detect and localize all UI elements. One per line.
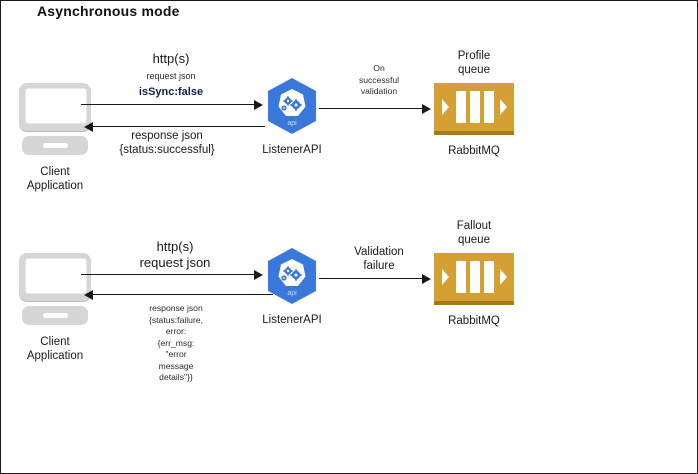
response-arrow-head [84,122,93,132]
queue-arrow-head [422,104,431,114]
page-title: Asynchronous mode [37,3,180,19]
listener-api-label: ListenerAPI [262,314,322,326]
profile-queue-title: Profile queue [457,50,491,76]
computer-icon [19,253,91,325]
request-arrow-line [81,274,257,275]
rabbitmq-label: RabbitMQ [448,145,500,157]
request-protocol-label: http(s) [152,51,190,66]
svg-text:api: api [287,290,297,297]
computer-keyslot [43,313,68,318]
validation-failure-label: Validation failure [354,246,404,272]
queue-message-bar [484,261,494,293]
queue-in-arrow [442,99,449,115]
svg-text:api: api [287,120,297,127]
api-hexagon-icon: api [264,77,320,137]
queue-arrow-head [422,274,431,284]
validation-transition-label: On successful validation [358,63,400,96]
response-arrow-head [84,290,93,300]
queue-arrow-line [319,278,424,279]
issync-flag-label: isSync:false [138,86,204,98]
monitor-screen [25,88,87,124]
request-protocol-label: http(s) [156,239,194,254]
queue-base-strip [434,131,514,135]
rabbitmq-label: RabbitMQ [448,315,500,327]
queue-message-bar [470,261,480,293]
queue-out-arrow [500,269,507,285]
queue-base-strip [434,301,514,305]
request-arrow-head [254,270,263,280]
queue-message-bar [456,261,466,293]
request-json-label: request json [139,255,211,270]
queue-message-bar [456,91,466,123]
monitor-screen [25,258,87,294]
api-hexagon-icon: api [264,247,320,307]
response-arrow-line [93,126,265,127]
queue-out-arrow [500,99,507,115]
queue-message-bar [470,91,480,123]
fallout-queue-title: Fallout queue [456,220,492,246]
computer-icon [19,83,91,155]
listener-api-label: ListenerAPI [262,144,322,156]
queue-arrow-line [319,108,424,109]
request-json-label: request json [146,71,196,81]
response-arrow-line [93,294,273,295]
client-application-label: Client Application [26,166,84,192]
queue-in-arrow [442,269,449,285]
message-queue-icon [434,253,514,305]
message-queue-icon [434,83,514,135]
response-json-label: response json {status:successful} [119,130,215,156]
computer-keyslot [43,143,68,148]
request-arrow-head [254,100,263,110]
request-arrow-line [81,104,257,105]
queue-message-bar [484,91,494,123]
error-response-json-label: response json {status:failure, error: {e… [149,303,203,382]
client-application-label: Client Application [26,336,84,362]
